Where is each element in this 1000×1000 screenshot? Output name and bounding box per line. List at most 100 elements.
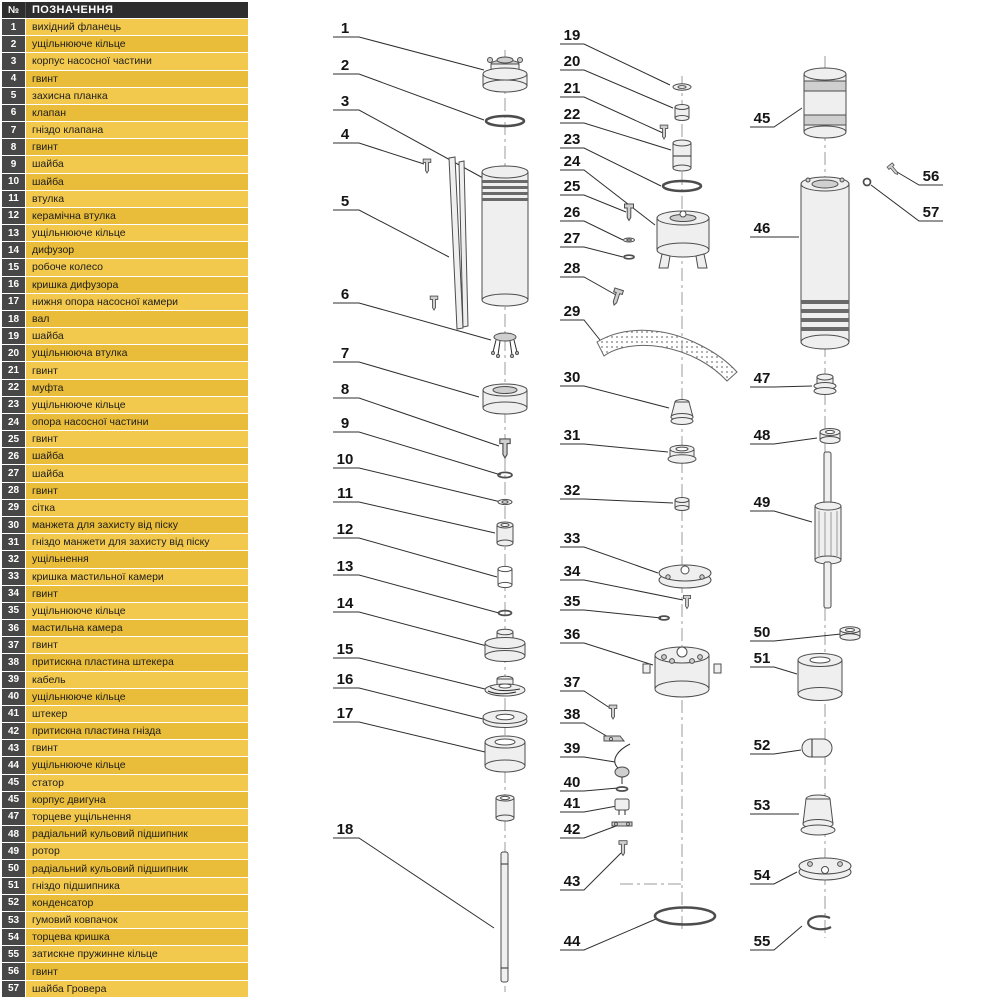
part-screw-56 xyxy=(886,162,901,178)
legend-row-label: ущільнююче кільце xyxy=(26,757,248,774)
part-washer-19 xyxy=(672,83,692,91)
callout-13: 13 xyxy=(337,558,354,575)
legend-row-number: 20 xyxy=(2,345,26,362)
part-coupling xyxy=(672,139,692,172)
legend-row: 20 ущільнююча втулка xyxy=(2,345,248,363)
legend-row-label: ущільнююче кільце xyxy=(26,688,248,705)
part-diffuser xyxy=(484,628,526,662)
legend-row-number: 21 xyxy=(2,362,26,379)
legend-row: 54 торцева кришка xyxy=(2,929,248,947)
legend-row-label: кришка мастильної камери xyxy=(26,568,248,585)
part-sleeve-seat xyxy=(667,444,697,464)
callout-4: 4 xyxy=(341,126,350,143)
legend-row-label: шайба xyxy=(26,328,248,345)
legend-row-label: опора насосної частини xyxy=(26,413,248,431)
legend-row-number: 5 xyxy=(2,87,26,104)
callout-35: 35 xyxy=(564,593,581,610)
callout-11: 11 xyxy=(337,485,353,502)
part-bearing-upper xyxy=(819,428,841,444)
legend-row-number: 43 xyxy=(2,740,26,757)
legend-row-label: ущільнююче кільце xyxy=(26,602,248,620)
legend-row-number: 19 xyxy=(2,328,26,345)
legend-row: 3 корпус насосної частини xyxy=(2,53,248,71)
legend-row-number: 1 xyxy=(2,19,26,36)
legend-row: 30 манжета для захисту від піску xyxy=(2,516,248,535)
legend-row: 38 притискна пластина штекера xyxy=(2,654,248,672)
legend-row-number: 50 xyxy=(2,860,26,877)
callout-24: 24 xyxy=(564,153,581,170)
legend-row-label: гвинт xyxy=(26,740,248,757)
callout-9: 9 xyxy=(341,415,349,432)
part-pump-support xyxy=(656,210,710,269)
legend-row-number: 41 xyxy=(2,705,26,723)
legend-row-label: затискне пружинне кільце xyxy=(26,946,248,963)
part-spring-washer-57 xyxy=(862,177,872,187)
legend-row-label: манжета для захисту від піску xyxy=(26,516,248,534)
part-protective-strip xyxy=(448,156,469,330)
legend-row-number: 34 xyxy=(2,585,26,602)
callout-46: 46 xyxy=(754,220,771,237)
legend-row: 7 гніздо клапана xyxy=(2,122,248,140)
callout-39: 39 xyxy=(564,740,581,757)
callout-44: 44 xyxy=(564,933,581,950)
legend-row: 41 штекер xyxy=(2,705,248,724)
part-pump-housing xyxy=(481,165,529,307)
callout-43: 43 xyxy=(564,873,581,890)
legend-row-number: 7 xyxy=(2,122,26,139)
legend-row-number: 45 xyxy=(2,774,26,791)
part-sealing-bushing xyxy=(674,104,690,121)
part-valve-seat xyxy=(482,383,528,415)
legend-row-label: радіальний кульовий підшипник xyxy=(26,826,248,843)
legend-row: 16 кришка дифузора xyxy=(2,276,248,294)
part-o-ring-2 xyxy=(484,114,526,128)
legend-row-label: гвинт xyxy=(26,482,248,499)
parts-legend: № ПОЗНАЧЕННЯ 1 вихідний фланець 2 ущільн… xyxy=(2,2,248,998)
callout-19: 19 xyxy=(564,27,581,44)
part-screw-28 xyxy=(609,287,624,307)
callout-27: 27 xyxy=(564,230,581,247)
callout-34: 34 xyxy=(564,563,581,580)
legend-row-number: 22 xyxy=(2,379,26,396)
legend-header-label: ПОЗНАЧЕННЯ xyxy=(32,4,114,16)
callout-30: 30 xyxy=(564,369,581,386)
legend-row: 51 гніздо підшипника xyxy=(2,877,248,895)
legend-row-label: гвинт xyxy=(26,585,248,602)
legend-row-number: 10 xyxy=(2,173,26,190)
legend-row-label: гніздо клапана xyxy=(26,122,248,139)
legend-row-number: 13 xyxy=(2,225,26,242)
callout-28: 28 xyxy=(564,260,581,277)
part-motor-housing xyxy=(800,176,850,350)
legend-row-number: 27 xyxy=(2,465,26,482)
part-ceramic-bushing xyxy=(497,565,513,589)
legend-row: 45 корпус двигуна xyxy=(2,791,248,809)
part-end-cap xyxy=(798,857,852,881)
legend-row-label: гвинт xyxy=(26,362,248,379)
part-washer-10 xyxy=(497,498,513,506)
part-plug-plate xyxy=(603,735,626,742)
legend-row-label: втулка xyxy=(26,190,248,207)
legend-row-number: 40 xyxy=(2,688,26,705)
legend-row: 28 гвинт xyxy=(2,482,248,500)
callout-17: 17 xyxy=(337,705,354,722)
part-lower-support xyxy=(484,735,526,773)
legend-row-number: 17 xyxy=(2,293,26,310)
legend-row-number: 14 xyxy=(2,242,26,259)
callout-20: 20 xyxy=(564,53,581,70)
callout-41: 41 xyxy=(564,795,581,812)
callout-12: 12 xyxy=(337,521,354,538)
callout-16: 16 xyxy=(337,671,354,688)
legend-row: 21 гвинт xyxy=(2,362,248,380)
legend-row: 19 шайба xyxy=(2,328,248,346)
legend-row-number: 8 xyxy=(2,139,26,156)
legend-row-number: 37 xyxy=(2,637,26,654)
legend-row: 12 керамічна втулка xyxy=(2,207,248,226)
callouts: 1 2 3 4 5 6 7 8 9 10 11 12 13 14 15 16 1… xyxy=(337,20,940,950)
callout-21: 21 xyxy=(564,80,581,97)
callout-26: 26 xyxy=(564,204,581,221)
legend-row-number: 47 xyxy=(2,808,26,826)
legend-row-label: сітка xyxy=(26,499,248,516)
legend-row-label: ущільнююче кільце xyxy=(26,36,248,53)
legend-row: 33 кришка мастильної камери xyxy=(2,568,248,586)
part-o-ring-23 xyxy=(661,179,703,193)
